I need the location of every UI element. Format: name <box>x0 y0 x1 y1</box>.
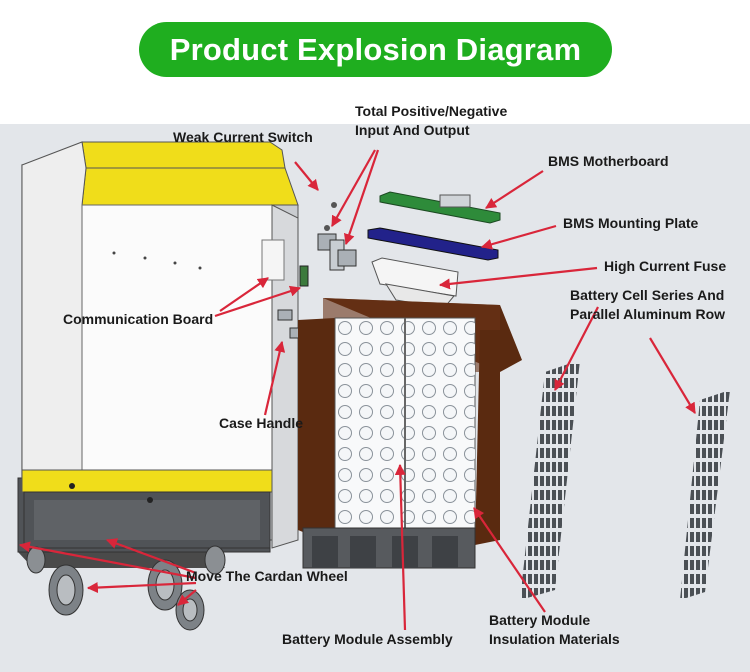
bms-assembly <box>367 191 501 309</box>
label-weak-current-switch: Weak Current Switch <box>173 129 313 145</box>
label-battery-module-assembly: Battery Module Assembly <box>282 631 453 647</box>
label-insulation-line2: Insulation Materials <box>489 631 620 647</box>
label-bms-motherboard: BMS Motherboard <box>548 153 669 169</box>
page-title: Product Explosion Diagram <box>139 22 612 77</box>
label-insulation-line1: Battery Module <box>489 612 591 628</box>
aluminum-rows <box>520 360 730 600</box>
label-high-current-fuse: High Current Fuse <box>604 258 727 274</box>
label-communication-board: Communication Board <box>63 311 214 327</box>
label-total-pos-neg-line2: Input And Output <box>355 122 470 138</box>
label-battery-cell-line2: Parallel Aluminum Row <box>570 306 726 322</box>
label-move-cardan-wheel: Move The Cardan Wheel <box>186 568 348 584</box>
label-battery-cell-line1: Battery Cell Series And <box>570 287 725 303</box>
label-bms-mounting-plate: BMS Mounting Plate <box>563 215 699 231</box>
label-total-pos-neg-line1: Total Positive/Negative <box>355 103 508 119</box>
battery-module <box>298 298 522 569</box>
label-case-handle: Case Handle <box>219 415 304 431</box>
callout-arrows <box>18 149 696 631</box>
battery-case <box>17 141 299 568</box>
